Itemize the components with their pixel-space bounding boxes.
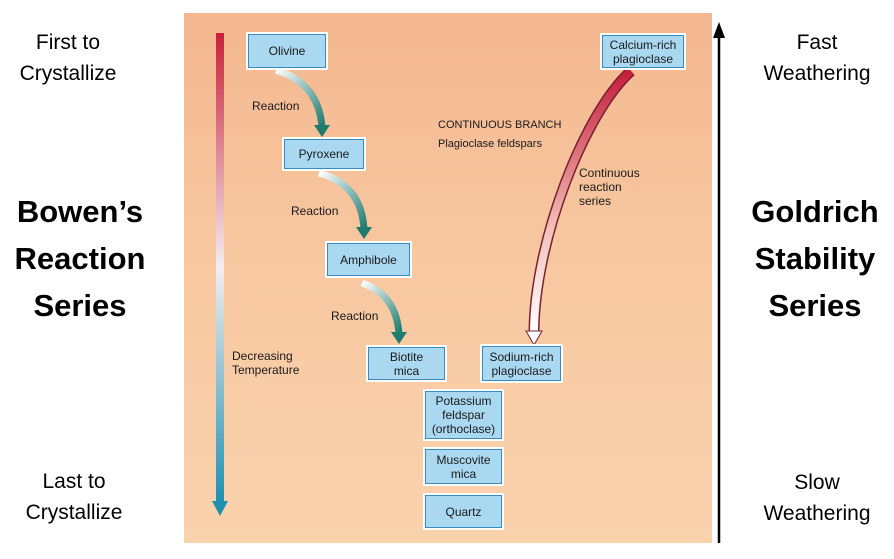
continuous-branch-heading: CONTINUOUS BRANCH (438, 119, 562, 131)
goldrich-stability-series-title: Goldrich Stability Series (736, 188, 894, 329)
decreasing-temperature-label: Decreasing Temperature (232, 349, 299, 377)
first-to-crystallize-label: First to Crystallize (0, 27, 136, 89)
potassium-label: Potassium (435, 394, 492, 408)
mineral-pyroxene: Pyroxene (284, 139, 364, 169)
reaction-diagram-panel: Olivine Pyroxene Amphibole Biotite mica … (184, 13, 712, 543)
series-text-cont: series (579, 194, 612, 208)
crystallize-text-top: Crystallize (19, 62, 117, 85)
mineral-olivine: Olivine (248, 34, 326, 68)
reaction-text-cont: reaction (579, 180, 622, 194)
sodium-rich-label: Sodium-rich (489, 349, 554, 364)
muscovite-label: Muscovite (436, 452, 491, 467)
weathering-arrow-head (713, 22, 725, 38)
reaction-arrow-2 (317, 169, 372, 239)
slow-weathering-label: Slow Weathering (742, 467, 892, 529)
amphibole-label: Amphibole (340, 252, 397, 267)
decreasing-text: Decreasing (232, 349, 293, 363)
fast-text: Fast (796, 31, 838, 54)
mineral-potassium-feldspar: Potassium feldspar (orthoclase) (425, 391, 502, 439)
mineral-amphibole: Amphibole (327, 243, 410, 276)
stability-text: Stability (754, 241, 876, 276)
temperature-arrow-head (212, 501, 228, 516)
continuous-text: Continuous (579, 166, 640, 180)
calcium-plagioclase-label: plagioclase (612, 51, 674, 66)
bowens-reaction-series-title: Bowen’s Reaction Series (0, 188, 160, 329)
bowens-text: Bowen’s (16, 194, 144, 229)
mineral-calcium-rich-plagioclase: Calcium-rich plagioclase (602, 35, 684, 68)
temperature-text: Temperature (232, 363, 300, 377)
goldrich-text: Goldrich (751, 194, 879, 229)
mineral-sodium-rich-plagioclase: Sodium-rich plagioclase (482, 346, 561, 381)
fast-weathering-label: Fast Weathering (742, 27, 892, 89)
sodium-plagioclase-label: plagioclase (491, 363, 552, 378)
reaction-text: Reaction (14, 241, 146, 276)
mineral-quartz: Quartz (425, 495, 502, 528)
crystallize-text-bottom: Crystallize (25, 501, 123, 524)
temperature-arrow-shaft (216, 33, 224, 503)
first-to-text: First to (35, 31, 101, 54)
calcium-rich-label: Calcium-rich (609, 37, 677, 52)
biotite-label: Biotite (389, 349, 424, 364)
last-to-text: Last to (42, 470, 106, 493)
weathering-text-bottom: Weathering (763, 502, 871, 525)
temperature-arrow (212, 33, 228, 516)
continuous-reaction-series-label: Continuous reaction series (579, 166, 640, 208)
plagioclase-feldspars-label: Plagioclase feldspars (438, 138, 542, 150)
series-text-right: Series (768, 288, 862, 323)
biotite-mica-label: mica (393, 363, 420, 378)
series-text-left: Series (33, 288, 127, 323)
quartz-label: Quartz (445, 504, 482, 519)
pyroxene-label: Pyroxene (298, 147, 350, 161)
mineral-biotite-mica: Biotite mica (368, 347, 445, 380)
reaction-arrow-1 (274, 66, 330, 137)
continuous-branch-label: CONTINUOUS BRANCH Plagioclase feldspars (438, 116, 561, 154)
reaction-label-1: Reaction (252, 99, 300, 113)
last-to-crystallize-label: Last to Crystallize (0, 466, 148, 528)
slow-text: Slow (794, 471, 840, 494)
orthoclase-label: (orthoclase) (431, 422, 496, 436)
olivine-label: Olivine (268, 44, 306, 58)
diagram-arrows (212, 33, 635, 516)
reaction-label-2: Reaction (291, 204, 339, 218)
mineral-muscovite-mica: Muscovite mica (425, 449, 502, 484)
reaction-label-3: Reaction (331, 309, 379, 323)
muscovite-mica-label: mica (450, 466, 477, 481)
weathering-text-top: Weathering (763, 62, 871, 85)
reaction-arrow-3 (360, 279, 407, 344)
continuous-series-arrow (525, 66, 635, 347)
feldspar-label: feldspar (442, 408, 485, 422)
